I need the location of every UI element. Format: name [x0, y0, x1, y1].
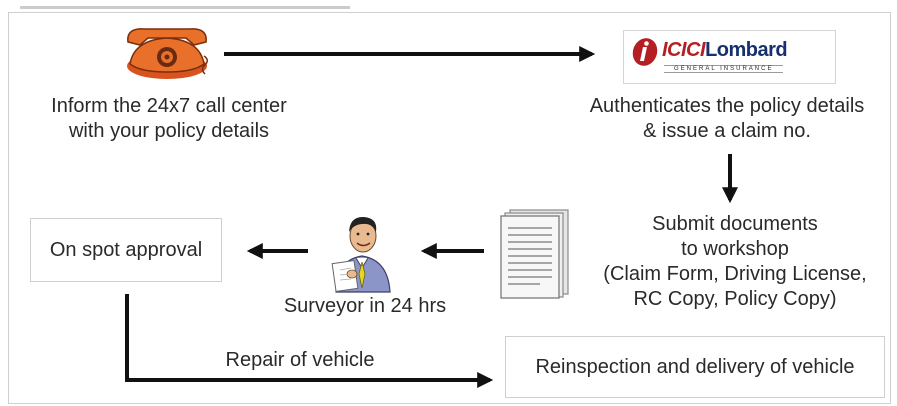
reinspection-box: Reinspection and delivery of vehicle — [505, 336, 885, 398]
arrow-approval-to-reinspection — [125, 294, 494, 388]
surveyor-person-icon — [331, 216, 391, 293]
logo-tagline: GENERAL INSURANCE — [664, 65, 784, 73]
diagram-frame — [8, 12, 891, 404]
step-surveyor: Surveyor in 24 hrs — [283, 295, 447, 317]
step-repair: Repair of vehicle — [225, 349, 375, 371]
logo-brand: ICICI — [662, 39, 706, 61]
icici-lombard-logo: ICICILombard GENERAL INSURANCE — [623, 30, 836, 84]
step-authenticate: Authenticates the policy details & issue… — [589, 95, 865, 142]
logo-wordmark: ICICILombard — [662, 39, 788, 62]
telephone-icon — [127, 28, 208, 79]
step-submit-documents: Submit documents to workshop (Claim Form… — [603, 213, 867, 310]
top-edge — [0, 0, 897, 10]
step-call-center: Inform the 24x7 call center with your po… — [51, 95, 287, 142]
icici-emblem-icon — [632, 38, 658, 66]
cropped-heading — [20, 0, 350, 9]
documents-stack-icon — [500, 209, 569, 299]
reinspection-label: Reinspection and delivery of vehicle — [535, 355, 855, 378]
logo-brand-suffix: Lombard — [705, 39, 788, 61]
approval-box: On spot approval — [30, 218, 222, 282]
approval-label: On spot approval — [49, 238, 203, 261]
